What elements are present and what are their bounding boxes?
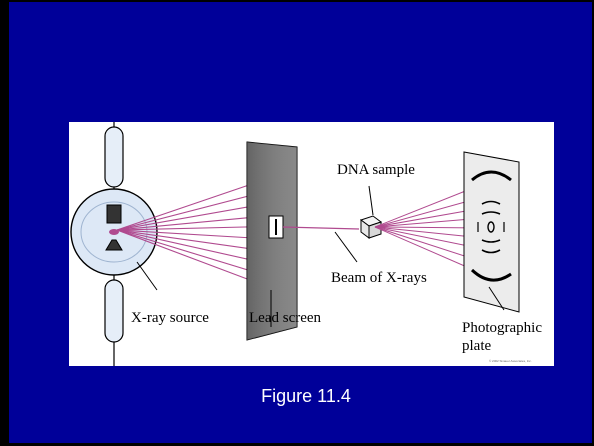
leader-lines <box>136 185 505 327</box>
photographic-plate <box>463 151 520 313</box>
plate-label-line2: plate <box>462 338 491 354</box>
xray-source-label: X-ray source <box>131 310 209 326</box>
copyright-credit: © 2002 Sinauer Associates, Inc. <box>489 359 532 363</box>
figure-caption: Figure 11.4 <box>261 386 351 406</box>
xray-beam <box>282 226 360 230</box>
plate-label-line1: Photographic <box>462 320 542 336</box>
xray-tube <box>70 122 158 366</box>
lead-screen <box>246 141 298 341</box>
figure-panel: DNA sample Beam of X-rays X-ray source L… <box>69 122 554 366</box>
dna-sample-label: DNA sample <box>337 162 415 178</box>
dna-sample-cube <box>359 215 383 239</box>
beam-label: Beam of X-rays <box>331 270 427 286</box>
xray-diffraction-diagram: DNA sample Beam of X-rays X-ray source L… <box>70 122 542 366</box>
lead-screen-label: Lead screen <box>249 310 322 326</box>
